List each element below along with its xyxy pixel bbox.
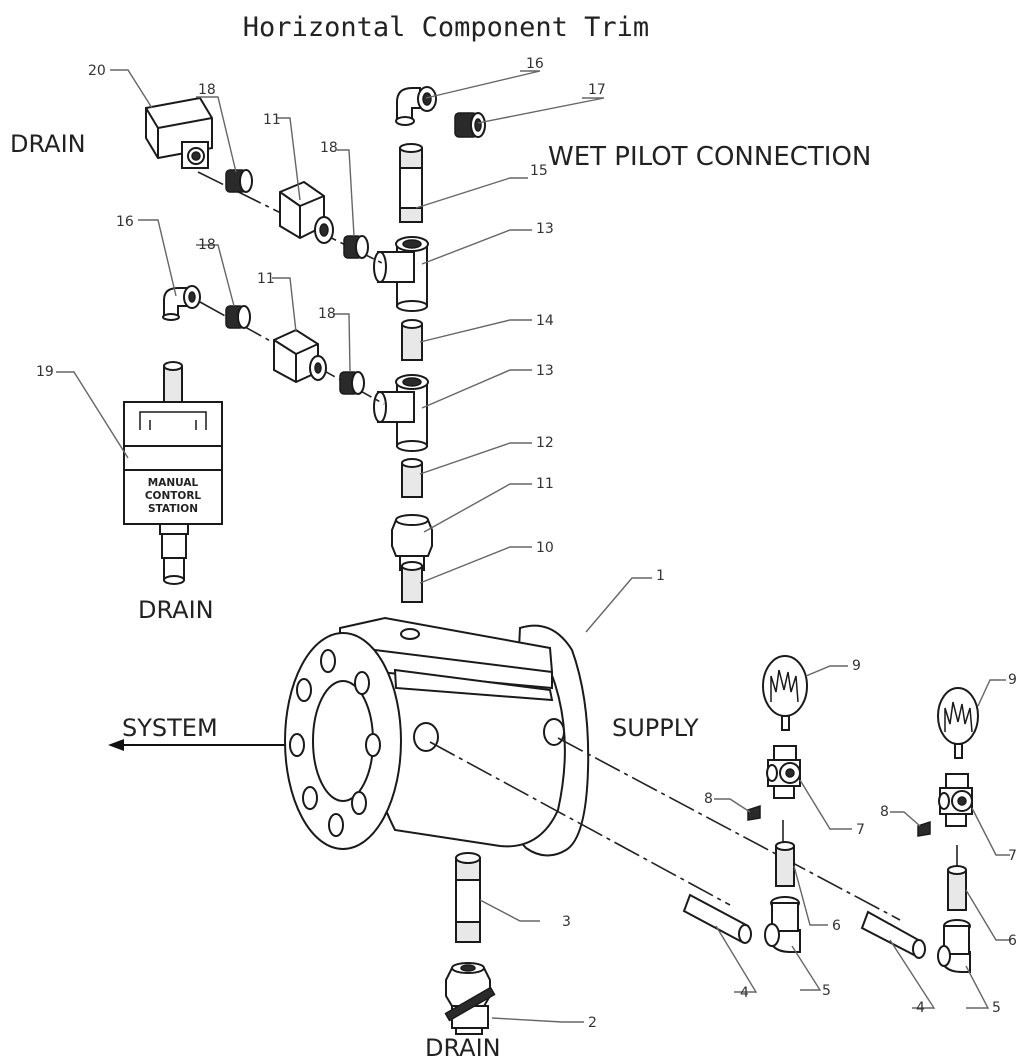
tee-fitting-13-lower [373,374,429,452]
gauge-valve-7-left [766,745,801,799]
callout-5-a: 5 [822,983,831,999]
callout-13-a: 13 [536,221,554,237]
gauge-line-centerline-right [557,737,901,921]
gauge-valve-7-right [938,773,973,827]
callout-18-b: 18 [320,140,338,156]
callout-13-b: 13 [536,363,554,379]
callout-4-a: 4 [740,985,749,1001]
callout-8-a: 8 [704,791,713,807]
callout-4-b: 4 [916,1000,925,1016]
callout-11-a: 11 [263,112,281,128]
plug-8-left [747,804,761,821]
gauge-line-centerline-left [429,741,731,906]
bushing-18-upper-right [343,235,369,259]
drain-valve-2 [444,962,496,1035]
wet-pilot-connection-label: WET PILOT CONNECTION [548,142,871,172]
elbow-fitting-5-right [937,919,971,973]
bushing-18-lower-right [339,371,365,395]
callout-9-b: 9 [1008,672,1017,688]
elbow-fitting-5-left [764,896,801,953]
pipe-nipple-12 [401,458,423,498]
callout-14: 14 [536,313,554,329]
callout-20: 20 [88,63,106,79]
callout-numbers: 20 18 11 18 16 17 15 13 14 13 12 11 10 1… [36,56,1017,1031]
pipe-nipple-6-right [947,865,967,911]
callout-1: 1 [656,568,665,584]
callout-8-b: 8 [880,804,889,820]
pipe-nipple-15 [399,143,423,223]
station-label-line-1: MANUAL [148,477,199,489]
callout-7-b: 7 [1008,848,1017,864]
plug-8-right [917,820,931,837]
elbow-fitting-16-top [395,86,437,126]
callout-17: 17 [588,82,606,98]
station-label-line-2: CONTORL [145,490,202,502]
union-fitting-11-upper [279,180,334,244]
supply-label: SUPPLY [612,714,699,742]
callout-7-a: 7 [856,822,865,838]
callout-9-a: 9 [852,658,861,674]
callout-11-b: 11 [257,271,275,287]
solenoid-valve-20 [145,96,213,169]
callout-3: 3 [562,914,571,930]
callout-11-c: 11 [536,476,554,492]
manual-control-station-19: MANUAL CONTORL STATION [123,361,223,585]
drain-label-bottom: DRAIN [425,1034,501,1062]
pipe-nipple-3 [455,852,481,943]
bushing-17 [454,112,486,138]
callout-15: 15 [530,163,548,179]
callout-18-d: 18 [318,306,336,322]
drain-label-station: DRAIN [138,596,214,624]
bushing-18-lower-left [225,305,251,329]
callout-6-a: 6 [832,918,841,934]
pipe-nipple-6-left [775,841,795,887]
union-fitting-11-lower [273,328,327,384]
system-label: SYSTEM [122,714,218,742]
pipe-nipple-4-left [682,893,752,944]
diagram-title: Horizontal Component Trim [243,12,649,43]
callout-12: 12 [536,435,554,451]
pipe-nipple-10 [401,561,423,603]
drain-label-top: DRAIN [10,130,86,158]
callout-18-a: 18 [198,82,216,98]
tee-fitting-13-upper [373,236,429,312]
valve-body-1 [284,616,590,857]
leader-lines [56,69,1010,1023]
callout-2: 2 [588,1015,597,1031]
callout-19: 19 [36,364,54,380]
callout-16-b: 16 [116,214,134,230]
callout-6-b: 6 [1008,933,1017,949]
callout-10: 10 [536,540,554,556]
station-label-line-3: STATION [148,503,198,515]
pipe-nipple-4-right [860,910,926,959]
pressure-gauge-9-left [762,655,808,731]
elbow-fitting-16-left [162,285,201,321]
bushing-18-upper-left [225,169,253,193]
pressure-gauge-9-right [937,687,979,759]
callout-16-a: 16 [526,56,544,72]
callout-5-b: 5 [992,1000,1001,1016]
callout-18-c: 18 [198,237,216,253]
pipe-nipple-14 [401,319,423,361]
